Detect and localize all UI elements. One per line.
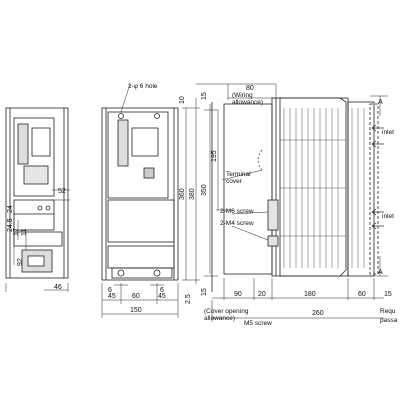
- terminal-label-2: cover: [226, 178, 243, 185]
- cover-opening-label-2: allowance): [204, 315, 235, 322]
- dim-195: 195: [211, 150, 218, 162]
- dim-45-a: 45: [108, 293, 116, 300]
- hole-label: 2-φ 6 hole: [128, 83, 158, 90]
- dim-150: 150: [130, 307, 142, 314]
- dim-60-right: 60: [358, 291, 366, 298]
- dim-20: 20: [258, 291, 266, 298]
- terminal-label-1: Terminal: [226, 171, 251, 178]
- dim-260: 260: [312, 310, 324, 317]
- side-view-dims: [5, 189, 70, 292]
- dim-6-b: 6: [160, 287, 164, 294]
- dim-360: 360: [179, 188, 186, 200]
- dim-15-bot: 15: [201, 288, 208, 296]
- dim-90: 90: [234, 291, 242, 298]
- dim-24-5: 24.5: [7, 218, 14, 232]
- dim-11: 11: [21, 229, 28, 236]
- section-a-bot: A: [378, 269, 383, 276]
- dim-45-b: 45: [158, 293, 166, 300]
- required-label-2: passa: [380, 317, 398, 324]
- dim-10: 10: [179, 96, 186, 104]
- m5-screw-label: M5 screw: [244, 320, 272, 327]
- dim-380: 380: [189, 188, 196, 200]
- profile-dims: [196, 83, 388, 322]
- inlet-mid-label: inlet: [382, 213, 394, 220]
- profile-view: [211, 97, 379, 292]
- front-view: [101, 107, 179, 281]
- airflow-arrows: [257, 124, 384, 230]
- section-a-top: A: [378, 99, 383, 106]
- heatsink-fins: [280, 108, 365, 268]
- dim-80: 80: [246, 85, 254, 92]
- dim-17: 17: [13, 228, 20, 236]
- dim-350: 350: [201, 184, 208, 196]
- dim-15-top: 15: [201, 92, 208, 100]
- side-view: [5, 107, 69, 279]
- dim-24: 24: [7, 205, 14, 213]
- dim-15-right: 15: [384, 291, 392, 298]
- dim-92: 92: [17, 258, 24, 266]
- dim-180: 180: [304, 291, 316, 298]
- m4-screw-label: 2-M4 screw: [220, 220, 254, 227]
- dim-52: 52: [58, 188, 66, 195]
- dim-60: 60: [132, 293, 140, 300]
- m6-screw-label: 2-M6 screw: [220, 208, 254, 215]
- cover-opening-label-1: (Cover opening: [204, 308, 249, 315]
- front-view-dims: [101, 83, 200, 318]
- dim-6-a: 6: [108, 287, 112, 294]
- dim-46: 46: [54, 284, 62, 291]
- wiring-label-1: (Wiring: [232, 92, 253, 99]
- wiring-label-2: allowance): [232, 99, 263, 106]
- dim-2-5: 2.5: [185, 294, 192, 304]
- required-label-1: Requ: [380, 308, 396, 315]
- inlet-top-label: inlet: [382, 129, 394, 136]
